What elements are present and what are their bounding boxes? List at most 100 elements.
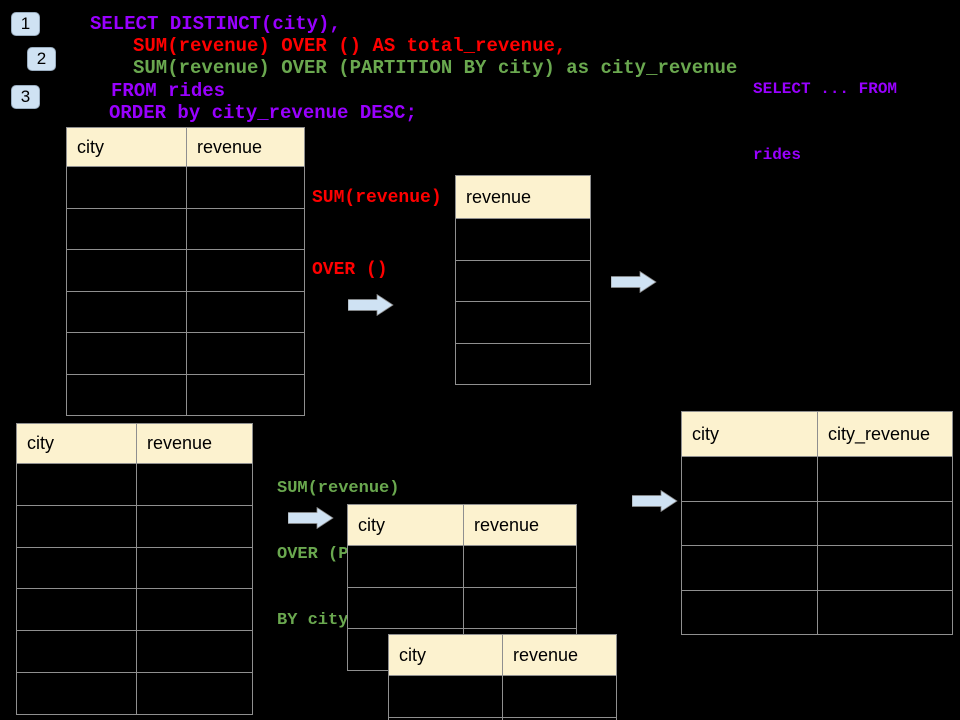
table-cell [455,301,591,344]
table-rides-top: city revenue [66,127,305,416]
table-header-row: city revenue [66,127,305,167]
table-row [66,166,305,209]
table-city-revenue-result: city city_revenue [681,411,953,635]
annotation-total-line-1: SUM(revenue) [312,188,442,208]
table-row [66,373,305,416]
table-row [681,545,953,591]
table-cell [455,259,591,302]
table-row [66,249,305,292]
table-cell [186,249,305,292]
table-cell [186,290,305,333]
table-cell [66,166,187,209]
table-total-revenue-result: revenue [455,175,591,385]
column-header-revenue: revenue [455,175,591,219]
table-row [16,504,253,548]
table-row [66,332,305,375]
table-row [455,218,591,261]
table-cell [66,249,187,292]
table-cell [136,546,253,590]
annotation-total-line-2: OVER () [312,260,388,280]
table-row [347,586,577,630]
column-header-revenue: revenue [463,504,577,546]
table-cell [463,586,577,630]
table-cell [681,589,818,635]
column-header-city: city [16,423,137,464]
table-cell [681,500,818,546]
table-row [455,259,591,302]
table-row [388,717,617,720]
table-row [681,456,953,502]
table-cell [66,332,187,375]
table-cell [817,500,953,546]
table-row [347,545,577,588]
flow-arrow-icon [632,490,678,512]
table-cell [136,671,253,715]
column-header-city: city [681,411,818,457]
column-header-city: city [66,127,187,167]
step-badge-2: 2 [27,47,56,71]
table-cell [16,588,137,632]
table-cell [681,545,818,591]
table-cell [347,586,464,630]
table-header-row: city revenue [347,504,577,546]
table-cell [681,456,818,502]
column-header-revenue: revenue [186,127,305,167]
side-note-line-2: rides [753,146,802,164]
table-cell [463,545,577,588]
table-cell [66,373,187,416]
table-cell [136,463,253,506]
side-note-line-1: SELECT ... FROM [753,80,898,98]
annotation-total-revenue: SUM(revenue) OVER () [312,138,442,330]
table-header-row: city city_revenue [681,411,953,457]
table-cell [66,290,187,333]
sql-line-select: SELECT DISTINCT(city), [90,13,341,35]
column-header-revenue: revenue [136,423,253,464]
table-cell [502,717,617,720]
table-row [455,301,591,344]
table-cell [186,207,305,250]
table-cell [136,630,253,673]
table-cell [455,342,591,385]
table-cell [186,166,305,209]
flow-arrow-icon [348,294,394,316]
table-rides-bottom: city revenue [16,423,253,715]
annotation-partition-line-1: SUM(revenue) [277,479,400,498]
table-cell [817,545,953,591]
sql-line-sum-over: SUM(revenue) OVER () AS total_revenue, [133,35,567,57]
table-row [66,290,305,333]
table-cell [16,546,137,590]
table-cell [136,504,253,548]
table-cell [16,504,137,548]
table-cell [66,207,187,250]
table-row [16,671,253,715]
sql-line-from: FROM rides [111,80,226,102]
table-cell [817,589,953,635]
table-row [16,588,253,632]
table-row [16,546,253,590]
table-cell [455,218,591,261]
table-cell [347,545,464,588]
table-row [455,342,591,385]
table-row [681,589,953,635]
table-cell [388,675,503,718]
table-cell [502,675,617,718]
step-badge-1: 1 [11,12,40,36]
step-badge-3: 3 [11,85,40,109]
table-row [16,463,253,506]
table-row [66,207,305,250]
table-cell [16,630,137,673]
table-cell [16,671,137,715]
sql-line-order-by: ORDER by city_revenue DESC; [109,102,417,124]
table-row [681,500,953,546]
table-cell [136,588,253,632]
table-header-row: city revenue [388,634,617,676]
table-cell [16,463,137,506]
flow-arrow-icon [611,271,657,293]
sql-line-sum-partition: SUM(revenue) OVER (PARTITION BY city) as… [133,57,738,79]
column-header-city-revenue: city_revenue [817,411,953,457]
annotation-partition-line-3: BY city) [277,611,359,630]
table-header-row: revenue [455,175,591,219]
column-header-city: city [388,634,503,676]
table-cell [817,456,953,502]
